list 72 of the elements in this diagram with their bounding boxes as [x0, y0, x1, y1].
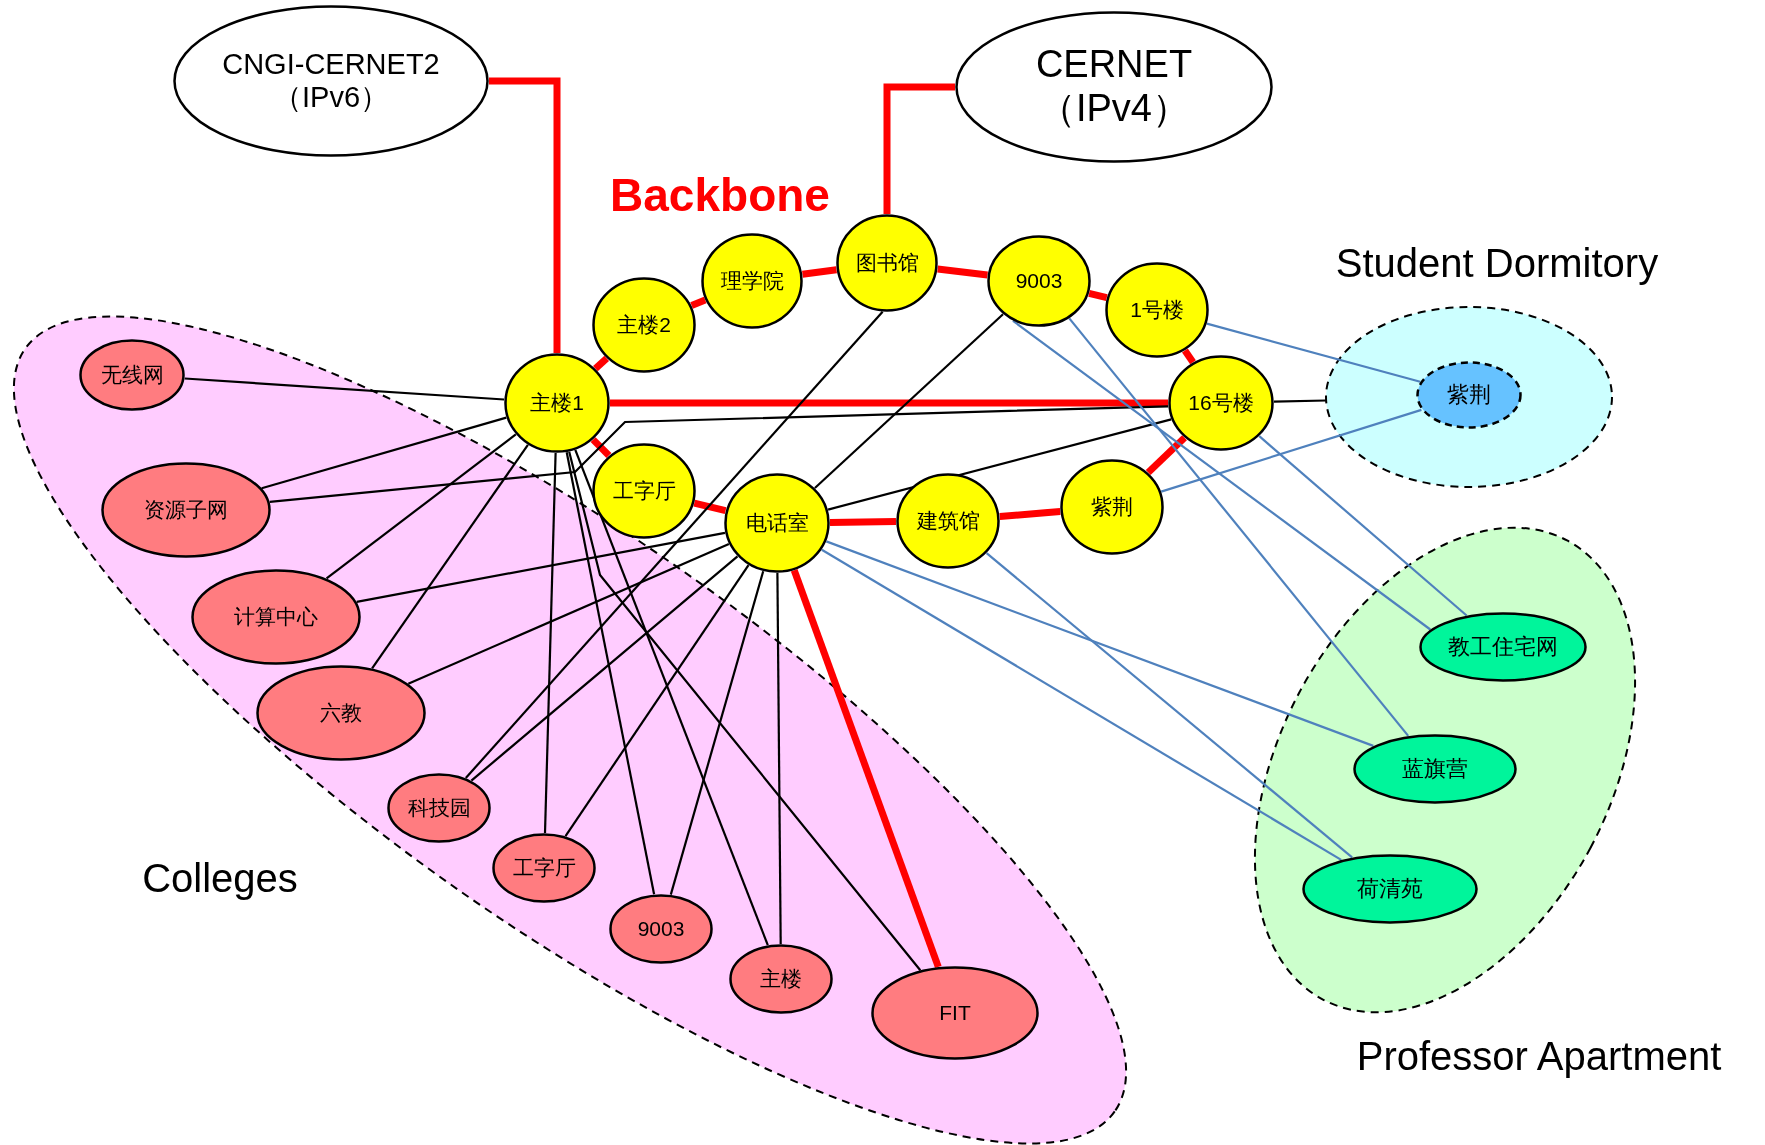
link-line	[1258, 435, 1468, 617]
zone-heading: Colleges	[142, 856, 298, 900]
apartment-ellipse: 荷清苑	[1302, 854, 1478, 924]
college-ellipse: 主楼	[729, 944, 833, 1014]
link-line	[261, 416, 507, 490]
backbone-circle: 图书馆	[836, 214, 938, 312]
link-line	[593, 355, 610, 372]
link-line	[693, 499, 727, 514]
dormitory-ellipse: 紫荆	[1416, 361, 1522, 429]
link-line	[565, 452, 656, 895]
network-ellipse: CERNET （IPv4）	[955, 11, 1273, 163]
link-line	[1160, 408, 1422, 493]
link-line	[269, 405, 1169, 503]
apartment-ellipse: 教工住宅网	[1419, 612, 1587, 682]
link-line	[999, 507, 1061, 521]
backbone-circle: 工字厅	[592, 443, 696, 539]
link-line	[325, 433, 517, 580]
link-line	[1145, 435, 1187, 476]
link-line	[669, 571, 765, 895]
backbone-circle: 主楼2	[592, 277, 696, 373]
backbone-circle: 建筑馆	[896, 473, 1000, 569]
link-line	[1206, 322, 1421, 383]
link-line	[802, 266, 837, 278]
link-line	[371, 444, 529, 669]
link-line	[574, 449, 769, 946]
link-line	[564, 564, 750, 837]
backbone-circle: 电话室	[724, 473, 830, 573]
link-line	[590, 437, 612, 458]
link-line	[1068, 317, 1410, 737]
link-line	[1088, 289, 1108, 302]
link-line	[776, 573, 782, 944]
link-line	[464, 311, 884, 779]
college-ellipse: 六教	[256, 665, 426, 761]
link-line	[1182, 348, 1196, 365]
link-line	[829, 518, 897, 526]
link-line	[470, 555, 739, 782]
network-ellipse: CNGI-CERNET2 （IPv6）	[173, 5, 489, 157]
zone-heading: Professor Apartment	[1356, 1034, 1722, 1078]
link-line	[814, 313, 1004, 489]
link-line	[356, 531, 726, 603]
college-ellipse: 无线网	[79, 339, 185, 411]
backbone-circle: 主楼1	[504, 353, 610, 453]
backbone-circle: 16号楼	[1168, 355, 1274, 451]
college-ellipse: 科技园	[387, 773, 491, 843]
college-ellipse: 资源子网	[101, 462, 271, 558]
link-line	[937, 265, 988, 279]
link-line	[883, 83, 955, 214]
backbone-circle: 9003	[987, 235, 1091, 327]
link-line	[610, 399, 1168, 407]
link-line	[985, 552, 1353, 859]
link-line	[489, 77, 561, 353]
link-line	[825, 540, 1374, 747]
college-ellipse: FIT	[871, 966, 1039, 1060]
link-line	[568, 451, 922, 971]
apartment-ellipse: 蓝旗营	[1353, 734, 1517, 804]
link-line	[543, 452, 557, 834]
link-line	[790, 569, 942, 969]
link-line	[827, 418, 1172, 511]
college-ellipse: 9003	[609, 894, 713, 964]
link-line	[407, 543, 730, 685]
zone-heading: Student Dormitory	[1335, 241, 1659, 285]
link-line	[821, 548, 1342, 861]
college-ellipse: 计算中心	[191, 569, 361, 665]
link-line	[1012, 319, 1431, 631]
backbone-circle: 理学院	[701, 233, 803, 329]
link-line	[1273, 399, 1327, 403]
link-line	[690, 296, 707, 309]
link-line	[184, 377, 505, 401]
backbone-circle: 紫荆	[1060, 459, 1164, 555]
college-ellipse: 工字厅	[492, 833, 596, 903]
ring-label: Backbone	[610, 169, 830, 221]
backbone-circle: 1号楼	[1105, 262, 1209, 358]
